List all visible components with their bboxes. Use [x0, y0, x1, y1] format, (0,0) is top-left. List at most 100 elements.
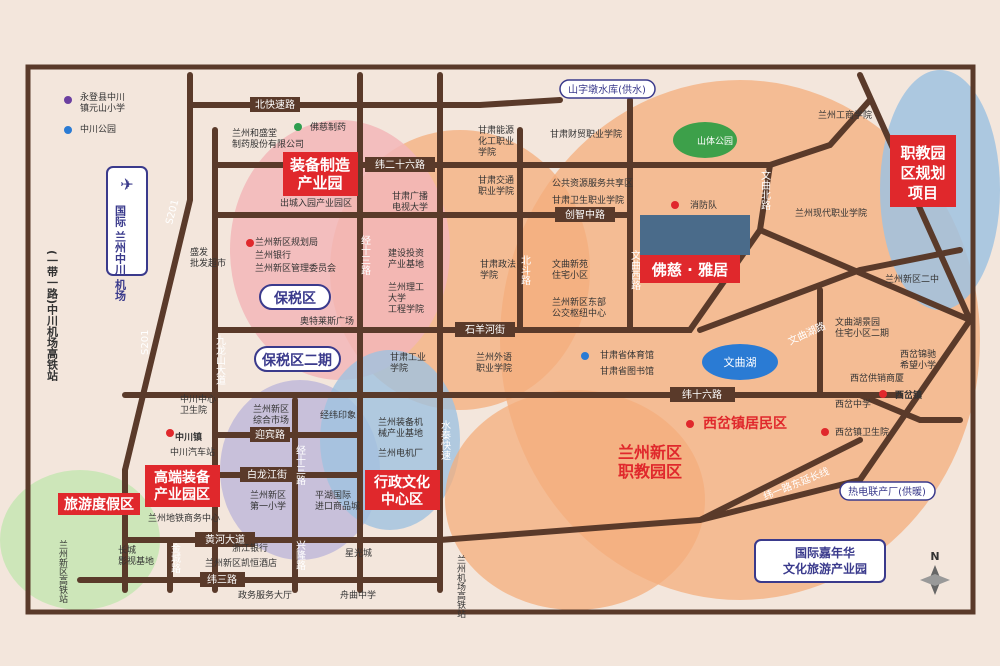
district-power: 热电联产厂(供暖) [848, 485, 926, 498]
road-label-shiyanghe: 石羊河街 [465, 323, 505, 336]
poi-p30: 甘肃工业学院 [390, 351, 426, 374]
road-label-yingbin: 迎宾路 [255, 428, 285, 441]
power-box [839, 481, 936, 501]
road-wei1-east [697, 437, 863, 523]
road-label-wei3: 纬三路 [207, 573, 237, 586]
poi-markers [64, 96, 887, 437]
road-north-ring [187, 72, 563, 108]
poi-p40: 中川汽车站 [170, 446, 215, 458]
road-label-jincheng: 金城路 [169, 542, 181, 574]
poi-p52: 政务服务大厅 [238, 589, 292, 601]
school-icon [64, 96, 72, 104]
poi-p19: 甘肃广播电视大学 [392, 190, 428, 213]
poi-p38: 中川中心卫生院 [180, 393, 216, 416]
poi-p50: 兰州新区凯恒酒店 [205, 557, 277, 569]
map-frame [25, 64, 976, 615]
park-icon [64, 126, 72, 134]
road-wenqu-hu [697, 247, 963, 333]
poi-p34: 文曲湖 [724, 355, 757, 369]
poi-p39: 中川镇 [175, 431, 202, 443]
road-wei26 [212, 97, 873, 168]
poi-p6: 兰州新区规划局 [255, 236, 318, 248]
road-label-bg [670, 387, 735, 402]
district-box-admin [365, 470, 440, 510]
road-label-jing13b: 经十三路 [294, 444, 306, 486]
road-label-bg [250, 97, 300, 112]
poi-p28: 西岔锦驰希望小学 [900, 348, 936, 371]
poi-p35: 西岔中学 [835, 398, 871, 410]
district-foci: 佛慈 · 雅居 [651, 261, 728, 279]
poi-p44: 兰州电机厂 [378, 447, 423, 459]
airport-box [106, 166, 148, 276]
poi-layer: 永登县中川镇元山小学 中川公园 佛慈制药 兰州和盛堂制药股份有限公司 出城入园产… [57, 91, 939, 619]
compass-north: N [930, 550, 939, 563]
reservoir-box [559, 79, 656, 99]
poi-p36: 西岔镇 [895, 389, 922, 401]
poi-p5: 出城入园产业园区 [280, 197, 352, 209]
fire-station-icon [671, 201, 679, 209]
district-reservoir: 山字墩水库(供水) [568, 83, 646, 96]
district-bonded2: 保税区二期 [261, 352, 332, 369]
pharma-icon [294, 123, 302, 131]
location-pin-icon [879, 390, 887, 398]
poi-p21: 甘肃政法学院 [480, 258, 516, 281]
district-xicha: 西岔镇居民区 [703, 415, 787, 432]
poi-p42: 经纬印象 [320, 409, 356, 421]
district-zhijiao: 职教园区规划项目 [900, 144, 945, 202]
poi-p8: 兰州新区管理委员会 [255, 262, 336, 274]
road-label-bailongjiang: 白龙江街 [247, 468, 287, 481]
location-pin-icon [686, 420, 694, 428]
road-label-north-ring: 北快速路 [255, 98, 295, 111]
road-east-ext [857, 392, 963, 423]
district-box-equipment [283, 152, 358, 196]
road-label-zhongchuan-rail: (一带一路)中川机场高铁站 [46, 250, 60, 382]
road-label-chuangzhi: 创智中路 [565, 208, 605, 221]
district-tourism: 旅游度假区 [64, 496, 134, 513]
road-label-bg [365, 157, 435, 172]
road-label-huanghe: 黄河大道 [205, 533, 245, 546]
poi-p46: 平湖国际进口商品城 [315, 490, 360, 512]
poi-p45: 兰州新区第一小学 [250, 489, 286, 512]
district-box-bonded2 [254, 346, 341, 372]
road-label-wenqu-xi: 文曲西路 [629, 249, 641, 291]
district-jianianhua: 国际嘉年华文化旅游产业园 [783, 545, 867, 576]
poi-p4: 兰州和盛堂制药股份有限公司 [232, 127, 304, 150]
district-box-zhijiao [890, 135, 956, 207]
road-label-beidou: 北斗路 [519, 255, 531, 286]
road-label-xinglong: 兴隆路 [294, 540, 306, 571]
poi-p51: 星光城 [345, 547, 372, 559]
poi-p20: 建设投资产业基地 [388, 247, 424, 270]
district-box-jianianhua [754, 539, 886, 583]
poi-p54: 兰州新区高铁站 [57, 539, 68, 604]
road-label-bg [455, 322, 515, 337]
road-label-bingling: 九龙山大道 [214, 335, 226, 385]
government-icon [246, 239, 254, 247]
district-box-tourism [58, 493, 140, 515]
district-vocational: 兰州新区职教园区 [618, 443, 682, 481]
poi-p43: 兰州装备机械产业基地 [378, 416, 423, 439]
poi-p23: 兰州理工大学工程学院 [388, 281, 424, 315]
poi-p15: 公共资源服务共享区 [552, 177, 633, 189]
poi-p22: 文曲新苑住宅小区 [552, 258, 588, 281]
poi-p25: 奥特莱斯广场 [300, 315, 354, 327]
foci-building-image [640, 215, 750, 255]
district-box-hightech [145, 465, 220, 507]
road-east-diagonal [757, 227, 973, 323]
poi-p49: 浙江银行 [232, 542, 268, 554]
poi-p10: 甘肃能源化工职业学院 [478, 124, 514, 158]
district-admin: 行政文化中心区 [373, 474, 430, 508]
poi-p11: 甘肃财贸职业学院 [550, 128, 622, 140]
poi-p41: 兰州新区综合市场 [253, 403, 289, 426]
poi-p31: 兰州外语职业学院 [476, 351, 512, 374]
poi-p29: 西岔供销商厦 [850, 372, 904, 384]
district-box-bonded [259, 284, 331, 310]
poi-p7: 兰州银行 [255, 249, 291, 261]
location-pin-icon [166, 429, 174, 437]
poi-p3: 佛慈制药 [310, 121, 346, 133]
poi-p24: 兰州新区东部公交枢纽中心 [552, 296, 606, 319]
poi-p13: 兰州工商学院 [818, 109, 872, 121]
poi-p16: 甘肃卫生职业学院 [552, 194, 624, 206]
poi-p1: 永登县中川镇元山小学 [80, 91, 125, 114]
road-label-wei16: 纬十六路 [682, 388, 722, 401]
